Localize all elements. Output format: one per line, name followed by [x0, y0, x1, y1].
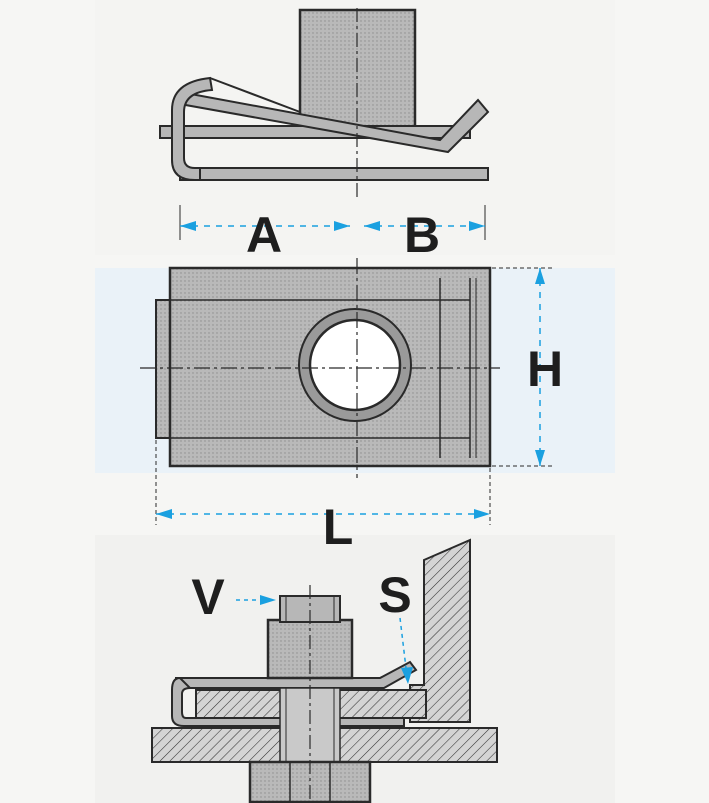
side-profile-view: [159, 8, 490, 200]
arrow-s: [401, 667, 413, 684]
label-b: B: [404, 207, 440, 263]
arrow-h-bottom: [535, 450, 545, 466]
label-s: S: [378, 567, 411, 623]
plan-view: [140, 258, 500, 478]
bolt-shank: [279, 687, 341, 763]
label-h: H: [527, 341, 563, 397]
leader-s: [399, 617, 407, 669]
clip-loop-edge: [209, 77, 301, 113]
clip-bottom-plate: [179, 167, 489, 181]
arrow-a-left: [180, 221, 196, 231]
label-v: V: [191, 569, 225, 625]
label-l: L: [323, 499, 354, 555]
hatched-bracket-vertical: [409, 538, 471, 723]
clip-bent-loop: [171, 76, 214, 181]
callout-s: S: [378, 567, 413, 684]
section-view: [151, 538, 498, 803]
dimension-h: H: [492, 267, 563, 467]
arrow-v: [260, 595, 276, 605]
arrow-b-right: [469, 221, 485, 231]
dimension-a-b: A B: [179, 205, 486, 263]
callout-v: V: [191, 569, 276, 625]
dimension-l: L: [155, 440, 491, 555]
label-a: A: [246, 207, 282, 263]
arrow-l-right: [474, 509, 490, 519]
arrow-l-left: [156, 509, 172, 519]
plan-hole: [308, 318, 402, 412]
plan-main-body: [168, 266, 492, 468]
arrow-h-top: [535, 268, 545, 284]
section-clip-loop: [171, 676, 405, 727]
arrow-b-left: [364, 221, 380, 231]
arrow-a-right: [334, 221, 350, 231]
